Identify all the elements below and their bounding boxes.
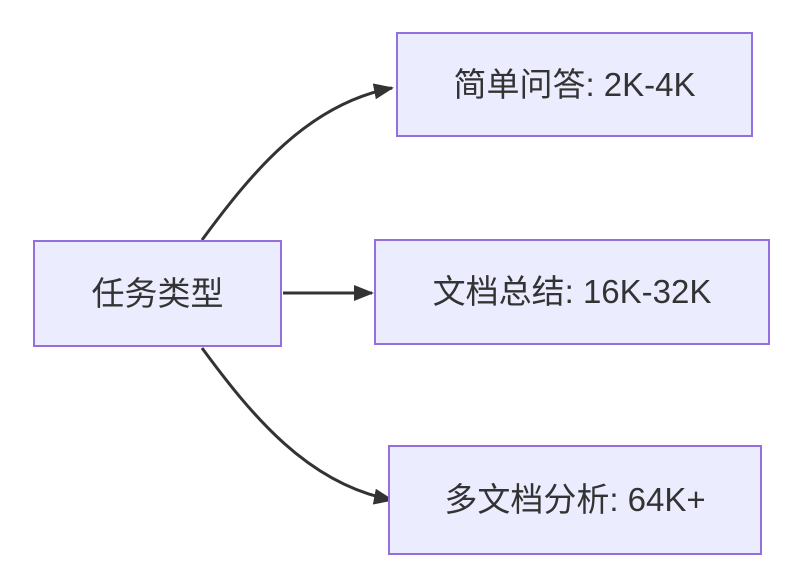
edge-root-to-bottom (200, 347, 394, 505)
node-multi-document-analysis: 多文档分析: 64K+ (388, 445, 762, 555)
edge-root-to-top (200, 83, 394, 241)
node-document-summary: 文档总结: 16K-32K (374, 239, 770, 345)
node-simple-qa: 简单问答: 2K-4K (396, 32, 753, 137)
node-task-type: 任务类型 (33, 240, 282, 347)
